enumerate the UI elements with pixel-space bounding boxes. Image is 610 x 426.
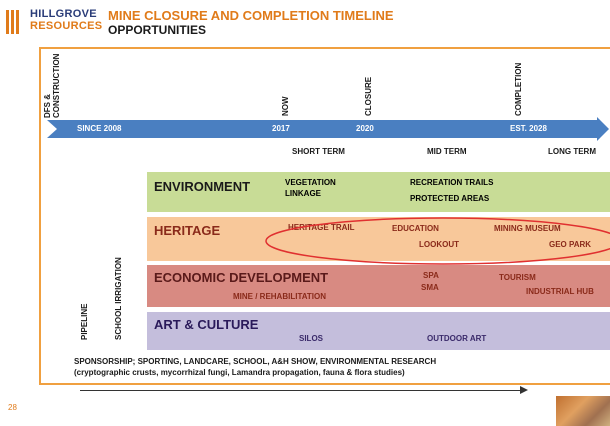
logo-line-1: HILLGROVE xyxy=(30,8,97,20)
band-economic: ECONOMIC DEVELOPMENT MINE / REHABILITATI… xyxy=(147,265,610,307)
band-heritage-title: HERITAGE xyxy=(154,223,221,238)
logo-line-2: RESOURCES xyxy=(30,20,103,32)
item-lookout: LOOKOUT xyxy=(419,240,459,249)
band-environment-title: ENVIRONMENT xyxy=(154,179,251,194)
band-heritage: HERITAGE HERITAGE TRAIL EDUCATION LOOKOU… xyxy=(147,217,610,261)
item-industrial-hub: INDUSTRIAL HUB xyxy=(526,287,594,296)
item-recreation-trails: RECREATION TRAILS xyxy=(410,178,494,187)
timeline-2017: 2017 xyxy=(272,124,290,133)
corner-photo xyxy=(556,396,610,426)
page-subtitle: OPPORTUNITIES xyxy=(108,23,207,37)
item-heritage-trail: HERITAGE TRAIL xyxy=(288,223,355,232)
term-long: LONG TERM xyxy=(548,147,596,156)
item-vegetation: VEGETATION xyxy=(285,178,336,187)
company-logo: HILLGROVE RESOURCES xyxy=(30,8,102,32)
item-education: EDUCATION xyxy=(392,224,439,233)
timeline-2020: 2020 xyxy=(356,124,374,133)
item-protected-areas: PROTECTED AREAS xyxy=(410,194,490,203)
band-economic-title: ECONOMIC DEVELOPMENT xyxy=(154,270,329,285)
timeline-arrow-head xyxy=(597,117,609,141)
diagram-frame xyxy=(39,47,610,385)
item-mining-museum: MINING MUSEUM xyxy=(494,224,561,233)
item-sma: SMA xyxy=(421,283,439,292)
timeline-arrow xyxy=(47,120,597,138)
sponsorship-details: (cryptographic crusts, mycorrhizal fungi… xyxy=(74,368,405,377)
item-tourism: TOURISM xyxy=(499,273,536,282)
band-art-culture: ART & CULTURE SILOS OUTDOOR ART xyxy=(147,312,610,350)
timeline-est: EST. 2028 xyxy=(510,124,547,133)
sponsorship-line: SPONSORSHIP; SPORTING, LANDCARE, SCHOOL,… xyxy=(74,357,437,366)
item-linkage: LINKAGE xyxy=(285,189,321,198)
item-spa: SPA xyxy=(423,271,439,280)
band-art-title: ART & CULTURE xyxy=(154,317,259,332)
item-outdoor-art: OUTDOOR ART xyxy=(427,334,487,343)
highlight-ellipse xyxy=(265,217,610,265)
term-mid: MID TERM xyxy=(427,147,467,156)
bottom-arrow-head xyxy=(520,386,528,394)
timeline-since: SINCE 2008 xyxy=(77,124,122,133)
bottom-arrow-line xyxy=(80,390,520,391)
item-mine-rehabilitation: MINE / REHABILITATION xyxy=(233,292,327,301)
band-environment: ENVIRONMENT VEGETATION LINKAGE RECREATIO… xyxy=(147,172,610,212)
page-title: MINE CLOSURE AND COMPLETION TIMELINE xyxy=(108,8,394,23)
item-silos: SILOS xyxy=(299,334,324,343)
logo-mark xyxy=(6,10,19,34)
term-short: SHORT TERM xyxy=(292,147,345,156)
timeline-arrow-notch xyxy=(47,120,57,138)
page-number: 28 xyxy=(8,403,17,412)
item-geo-park: GEO PARK xyxy=(549,240,592,249)
